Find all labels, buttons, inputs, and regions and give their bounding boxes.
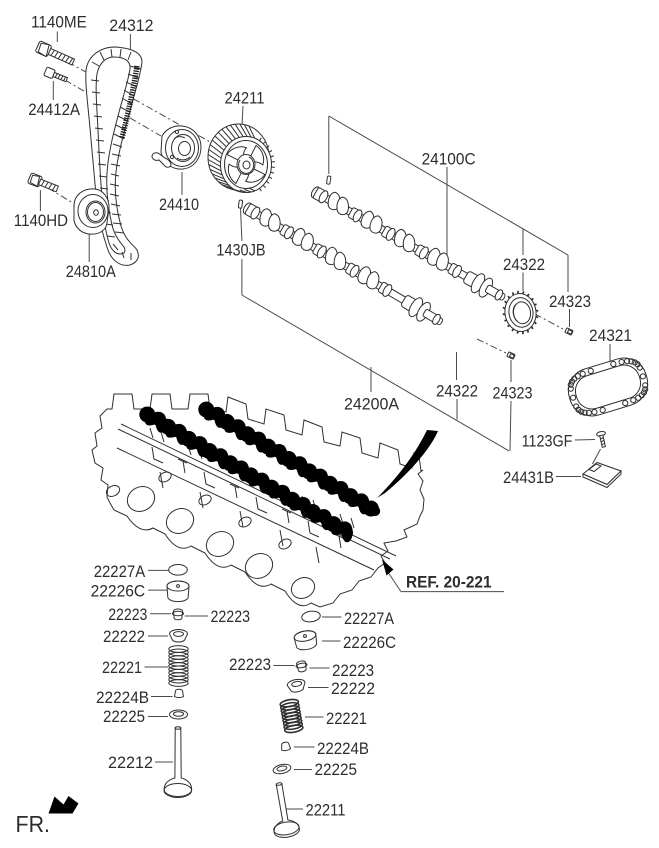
svg-text:22223: 22223	[229, 656, 271, 674]
svg-text:24321: 24321	[589, 327, 632, 345]
svg-text:24312: 24312	[109, 17, 153, 35]
svg-text:22226C: 22226C	[91, 583, 146, 601]
svg-text:22223: 22223	[332, 662, 374, 680]
svg-text:22224B: 22224B	[96, 689, 149, 707]
svg-text:24412A: 24412A	[28, 101, 80, 119]
svg-text:24810A: 24810A	[66, 263, 116, 281]
svg-text:24200A: 24200A	[344, 396, 399, 414]
svg-text:22222: 22222	[103, 628, 145, 646]
svg-text:1140ME: 1140ME	[31, 13, 87, 31]
svg-text:24431B: 24431B	[503, 469, 554, 487]
svg-text:22227A: 22227A	[344, 610, 394, 628]
svg-text:22224B: 22224B	[317, 740, 369, 758]
svg-text:22211: 22211	[306, 801, 346, 819]
svg-text:22225: 22225	[315, 761, 358, 779]
svg-text:24323: 24323	[493, 385, 533, 403]
svg-text:24322: 24322	[436, 383, 478, 401]
svg-text:22225: 22225	[103, 708, 145, 726]
svg-text:1430JB: 1430JB	[216, 242, 265, 260]
svg-text:24211: 24211	[225, 90, 265, 108]
svg-text:FR.: FR.	[16, 811, 51, 837]
svg-text:24323: 24323	[549, 293, 591, 311]
svg-text:22227A: 22227A	[94, 563, 146, 581]
svg-text:22221: 22221	[102, 659, 142, 677]
svg-text:22212: 22212	[108, 754, 153, 772]
svg-text:24100C: 24100C	[422, 151, 476, 169]
svg-text:22223: 22223	[211, 608, 251, 626]
svg-text:1123GF: 1123GF	[522, 433, 573, 451]
svg-text:24410: 24410	[159, 196, 199, 214]
svg-text:22222: 22222	[331, 680, 375, 698]
svg-text:22221: 22221	[326, 710, 367, 728]
svg-text:22223: 22223	[108, 606, 147, 624]
svg-text:1140HD: 1140HD	[14, 212, 68, 230]
svg-text:24322: 24322	[503, 256, 545, 274]
svg-text:22226C: 22226C	[343, 634, 396, 652]
svg-text:REF. 20-221: REF. 20-221	[406, 574, 492, 592]
